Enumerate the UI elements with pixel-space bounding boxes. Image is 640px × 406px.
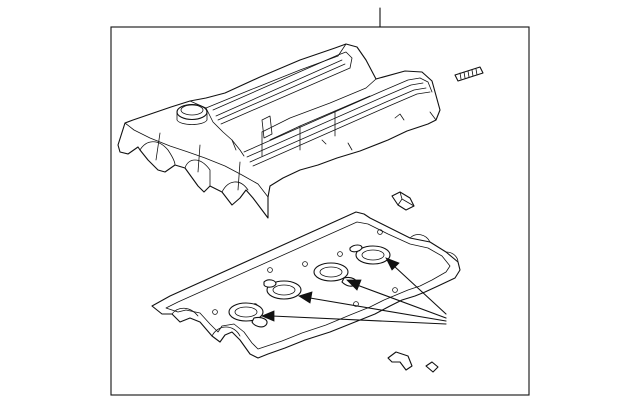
arrowhead-1	[385, 257, 400, 271]
tube-seal-4	[349, 244, 391, 265]
stud-bolt	[454, 66, 484, 82]
diagram-frame	[110, 26, 530, 396]
arrowhead-2	[346, 279, 362, 291]
arrowhead-3	[298, 291, 313, 304]
callout-leaders	[260, 257, 447, 325]
tube-seal-2	[263, 279, 302, 300]
gasket-fragment-right	[425, 361, 439, 373]
gasket-fragment-left	[387, 351, 413, 371]
small-clip	[391, 191, 415, 211]
tube-seal-1	[228, 302, 268, 328]
arrowhead-4	[260, 310, 275, 322]
valve-cover-assembly	[117, 43, 441, 219]
